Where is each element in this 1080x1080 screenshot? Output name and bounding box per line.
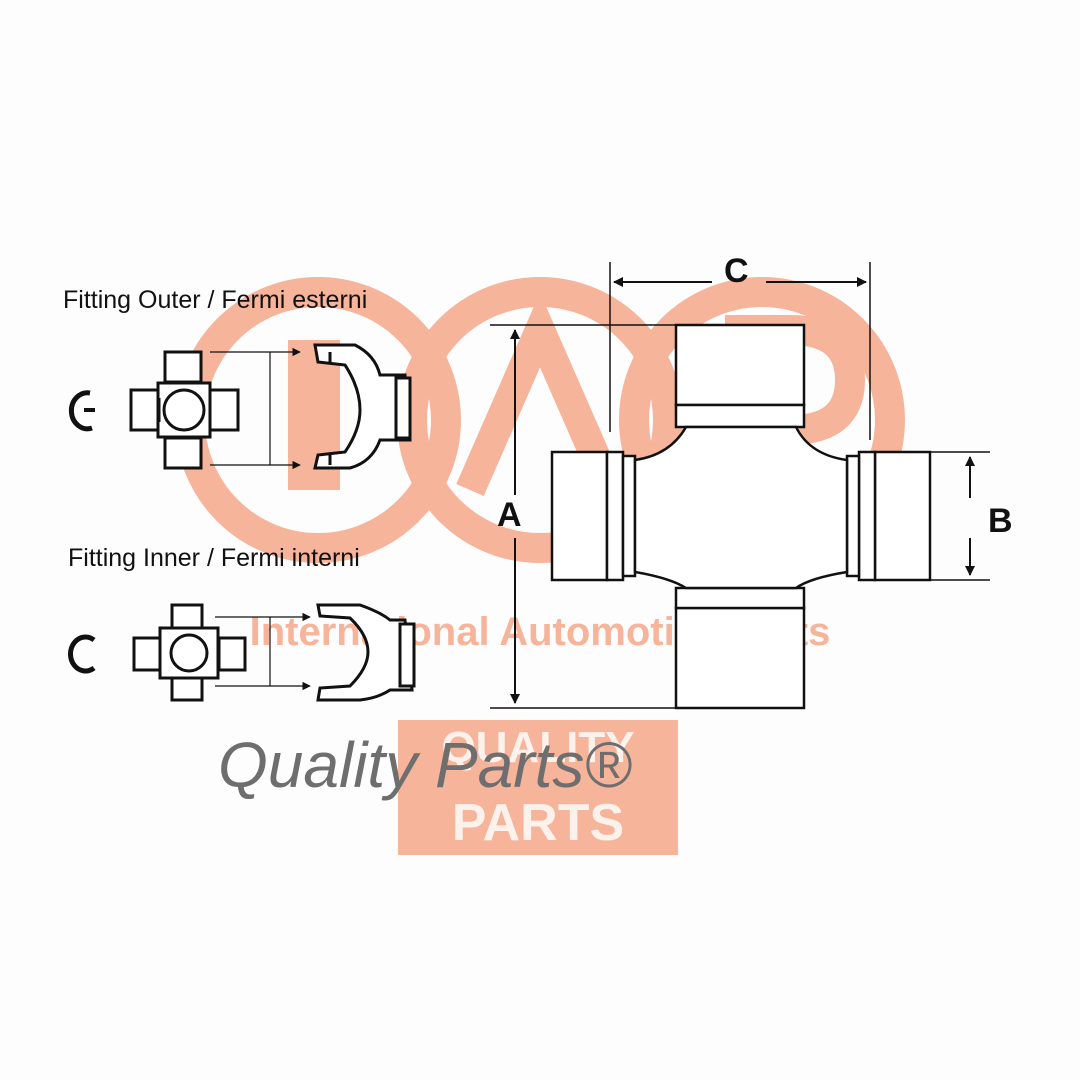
quality-parts-badge: QUALITY PARTS [398, 720, 678, 855]
badge-parts-text: PARTS [452, 794, 624, 852]
iap-logo-watermark [175, 277, 905, 563]
cross-body [633, 425, 849, 590]
bottom-bearing-ring [674, 586, 806, 610]
dimension-c-label: C [724, 252, 749, 290]
top-bearing-cup [674, 323, 806, 407]
outer-spider-cross-icon [129, 350, 240, 470]
badge-background [398, 720, 678, 855]
right-bearing-cup [873, 450, 932, 582]
inner-circlip-icon [68, 634, 96, 674]
outer-fitting-diagram [68, 343, 412, 470]
logo-letter-p [725, 315, 866, 490]
quality-parts-slogan: Quality Parts® [218, 729, 632, 801]
top-bearing-ring [674, 403, 806, 429]
inner-fitting-diagram [68, 603, 416, 702]
outer-yoke-icon [313, 343, 412, 470]
dimension-a-label: A [497, 496, 522, 534]
outer-circlip-icon [68, 390, 93, 432]
fitting-outer-caption: Fitting Outer / Fermi esterni [63, 286, 368, 314]
logo-letter-a [456, 292, 624, 497]
badge-quality-text: QUALITY [441, 723, 634, 772]
universal-joint-cross-diagram [550, 323, 932, 710]
dimension-lines [490, 262, 990, 709]
fitting-inner-caption: Fitting Inner / Fermi interni [68, 544, 360, 572]
left-bearing-cup [550, 450, 609, 582]
logo-ring-middle [397, 277, 683, 563]
inner-spider-cross-icon [132, 603, 247, 702]
dimension-b-label: B [988, 502, 1013, 540]
bottom-bearing-cup [674, 606, 806, 710]
inner-yoke-icon [316, 603, 416, 702]
